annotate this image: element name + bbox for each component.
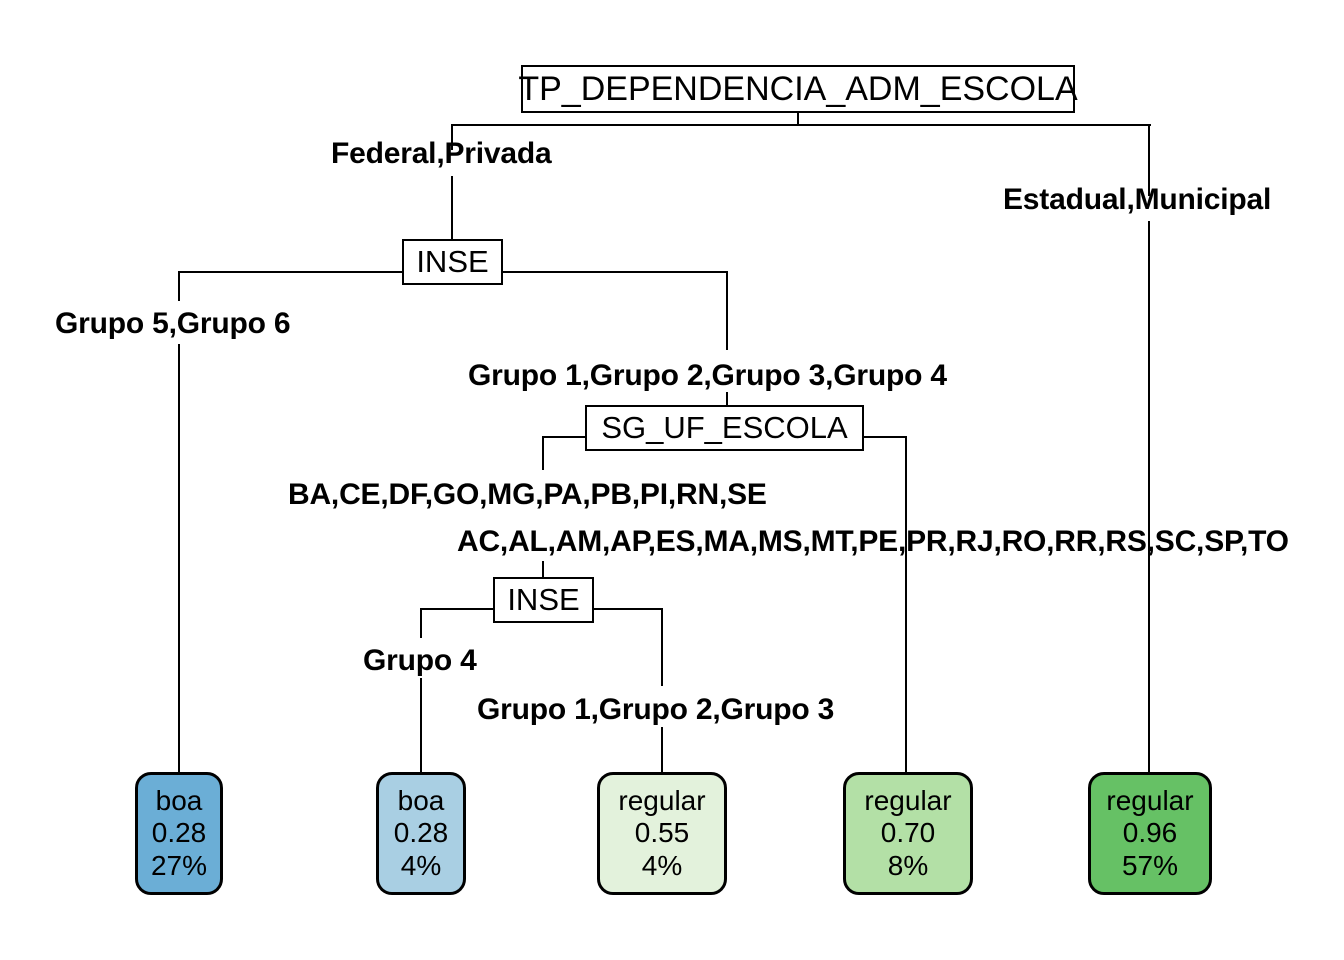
connector-root-right-to-leaf5 (1148, 221, 1150, 772)
edge-label-grupo1-grupo2-grupo3-grupo4: Grupo 1,Grupo 2,Grupo 3,Grupo 4 (468, 359, 947, 392)
leaf-percent: 27% (150, 849, 208, 881)
connector-inse1-left-arm (179, 271, 403, 273)
connector-root-stem (797, 113, 799, 125)
leaf-value: 0.28 (151, 817, 207, 849)
edge-label-uf-left-group: BA,CE,DF,GO,MG,PA,PB,PI,RN,SE (288, 478, 767, 511)
leaf-value: 0.55 (634, 817, 690, 849)
leaf-class-label: boa (155, 784, 203, 816)
connector-root-left-to-inse1 (451, 176, 453, 239)
connector-uf-left-to-inse2 (542, 561, 544, 577)
leaf-class-label: regular (864, 784, 952, 816)
leaf-node-4[interactable]: regular 0.70 8% (843, 772, 973, 895)
leaf-value: 0.96 (1122, 817, 1178, 849)
node-inse-level2[interactable]: INSE (402, 239, 503, 285)
connector-inse1-right-down (726, 271, 728, 350)
leaf-percent: 8% (887, 849, 929, 881)
connector-inse1-left-to-leaf1 (178, 344, 180, 772)
connector-inse2-left-to-leaf2 (420, 678, 422, 772)
connector-inse1-right-to-uf (726, 392, 728, 405)
leaf-node-2[interactable]: boa 0.28 4% (376, 772, 466, 895)
connector-uf-left-arm (543, 436, 586, 438)
leaf-node-5[interactable]: regular 0.96 57% (1088, 772, 1212, 895)
edge-label-uf-right-group: AC,AL,AM,AP,ES,MA,MS,MT,PE,PR,RJ,RO,RR,R… (457, 525, 1289, 558)
node-inse-level4[interactable]: INSE (493, 577, 594, 623)
leaf-class-label: regular (618, 784, 706, 816)
connector-inse2-right-arm (594, 608, 663, 610)
connector-inse2-left-arm (421, 608, 494, 610)
edge-label-grupo5-grupo6: Grupo 5,Grupo 6 (55, 307, 291, 340)
leaf-percent: 57% (1121, 849, 1179, 881)
edge-label-federal-privada: Federal,Privada (331, 137, 552, 170)
leaf-node-1[interactable]: boa 0.28 27% (135, 772, 223, 895)
connector-root-horizontal (452, 124, 1151, 126)
connector-uf-left-down (542, 436, 544, 470)
leaf-value: 0.70 (880, 817, 936, 849)
connector-inse2-left-down (420, 608, 422, 638)
leaf-value: 0.28 (393, 817, 449, 849)
connector-root-right-down (1148, 124, 1150, 196)
leaf-class-label: regular (1106, 784, 1194, 816)
edge-label-grupo1-grupo2-grupo3: Grupo 1,Grupo 2,Grupo 3 (477, 693, 835, 726)
node-root-tp-dependencia-adm-escola[interactable]: TP_DEPENDENCIA_ADM_ESCOLA (518, 65, 1078, 113)
leaf-class-label: boa (397, 784, 445, 816)
leaf-percent: 4% (641, 849, 683, 881)
leaf-node-3[interactable]: regular 0.55 4% (597, 772, 727, 895)
connector-inse2-right-down (661, 608, 663, 686)
edge-label-grupo4: Grupo 4 (363, 644, 477, 677)
connector-uf-right-to-leaf4 (905, 436, 907, 772)
connector-inse2-right-to-leaf3 (661, 727, 663, 772)
connector-inse1-left-down (178, 271, 180, 301)
connector-inse1-right-arm (503, 271, 728, 273)
edge-label-estadual-municipal: Estadual,Municipal (1003, 183, 1272, 216)
connector-uf-right-arm (864, 436, 907, 438)
leaf-percent: 4% (400, 849, 442, 881)
node-sg-uf-escola[interactable]: SG_UF_ESCOLA (585, 405, 864, 451)
connector-root-left-down (451, 124, 453, 150)
